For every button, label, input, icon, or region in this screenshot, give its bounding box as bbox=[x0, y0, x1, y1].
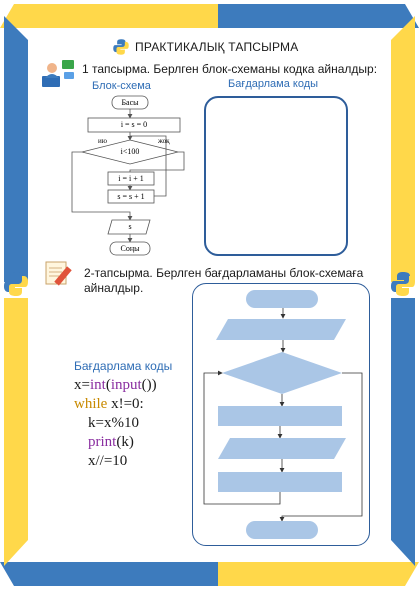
fc-step1-text: i = i + 1 bbox=[118, 174, 144, 183]
program-code-label: Бағдарлама коды bbox=[228, 78, 319, 90]
fc-no-label: ию bbox=[98, 137, 107, 145]
fc-start-text: Басы bbox=[121, 98, 139, 107]
blank-condition-shape bbox=[222, 352, 342, 394]
fc-condition-text: i<100 bbox=[120, 147, 140, 156]
flowchart-label: Блок-схема bbox=[92, 80, 151, 92]
blank-process-2 bbox=[218, 472, 342, 492]
task2-text-line1: 2-тапсырма. Берлген бағдарламаны блок-сх… bbox=[84, 266, 364, 280]
fc-step2 bbox=[107, 189, 155, 204]
python-logo-icon bbox=[4, 272, 28, 296]
task2-text-line2: айналдыр. bbox=[84, 281, 144, 295]
task1-answer-box[interactable] bbox=[204, 96, 348, 256]
code-line-4: print(k) bbox=[88, 434, 134, 450]
fc-yes-label: жоқ bbox=[158, 137, 170, 145]
blank-input-shape bbox=[216, 319, 346, 340]
page-title: ПРАКТИКАЛЫҚ ТАПСЫРМА bbox=[135, 40, 299, 54]
fc-condition bbox=[81, 139, 179, 165]
python-logo-icon bbox=[391, 272, 415, 296]
fc-step2-text: s = s + 1 bbox=[117, 192, 145, 201]
fc-end-text: Соңы bbox=[120, 244, 140, 253]
code-line-3: k=x%10 bbox=[88, 415, 139, 431]
blank-start-shape bbox=[246, 290, 318, 308]
code-line-1: x=int(input()) bbox=[74, 377, 157, 393]
program-code-label-2: Бағдарлама коды bbox=[74, 359, 173, 373]
fc-output-text: s bbox=[128, 222, 132, 231]
programmer-icon bbox=[42, 60, 74, 87]
fc-output bbox=[107, 219, 151, 235]
code-line-2: while x!=0: bbox=[74, 396, 144, 412]
fc-init bbox=[87, 117, 181, 133]
code-listing: x=int(input()) while x!=0: k=x%10 print(… bbox=[74, 376, 157, 471]
python-logo-icon bbox=[113, 39, 129, 55]
blank-output-shape bbox=[218, 438, 346, 459]
fc-end bbox=[109, 241, 151, 256]
task1-text: 1 тапсырма. Берлген блок-схеманы кодка а… bbox=[82, 62, 378, 76]
fc-init-text: i = s = 0 bbox=[120, 120, 148, 129]
code-line-5: x//=10 bbox=[88, 453, 128, 469]
blank-process-1 bbox=[218, 406, 342, 426]
blank-end-shape bbox=[246, 521, 318, 539]
pencil-paper-icon bbox=[45, 261, 72, 286]
fc-step1 bbox=[107, 171, 155, 186]
